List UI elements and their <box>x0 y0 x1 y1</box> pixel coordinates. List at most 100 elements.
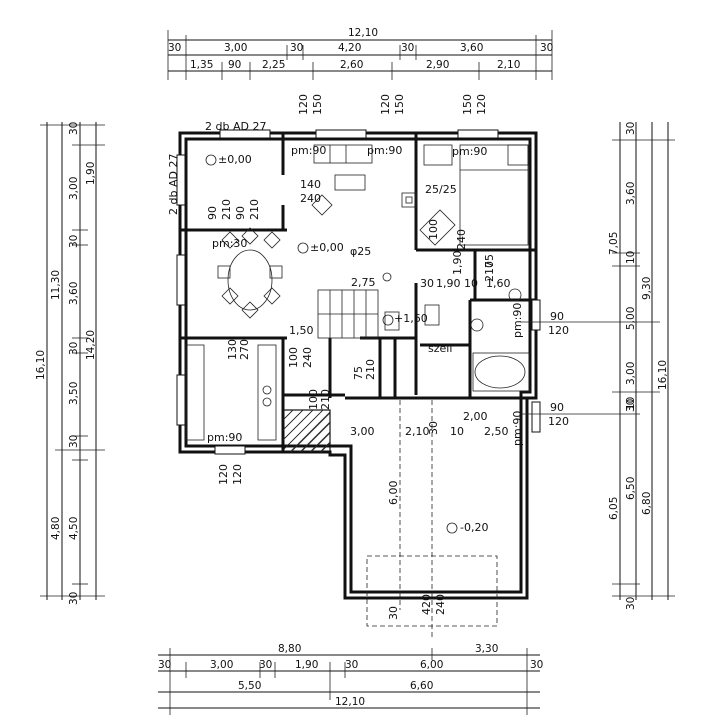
dim-140: 140 <box>300 178 321 191</box>
dim-120-a: 120 <box>548 324 569 337</box>
top-overall-dim: 12,10 <box>348 27 378 39</box>
bottom-overall-dim: 12,10 <box>335 696 365 708</box>
left-dim-300: 3,00 <box>68 177 80 200</box>
left-dim-30-d: 30 <box>68 435 80 448</box>
top-dimension-chains: 12,10 30 3,00 30 4,20 30 3,60 30 1,35 90… <box>167 27 553 80</box>
bottom-dim-30-c: 30 <box>345 659 358 671</box>
top-dim-90: 90 <box>228 59 241 71</box>
windows <box>176 129 541 455</box>
pm30-dining: pm:30 <box>212 237 247 250</box>
left-dim-190: 1,90 <box>85 162 97 185</box>
dim-30-b: 30 <box>387 606 400 620</box>
top-dim-30-c: 30 <box>401 42 414 54</box>
dim-90-b: 90 <box>550 401 564 414</box>
top-dim-360: 3,60 <box>460 42 483 54</box>
level-garage: -0,20 <box>460 521 488 534</box>
pm90-kitchen: pm:90 <box>207 431 242 444</box>
left-dim-30-e: 30 <box>68 592 80 605</box>
dim-75-b: 75 <box>483 254 496 268</box>
chimney-label: 25/25 <box>425 183 457 196</box>
left-dim-480: 4,80 <box>50 517 62 540</box>
top-dim-210: 2,10 <box>497 59 520 71</box>
level-stairs: +1,60 <box>394 312 428 325</box>
dim-240-d: 240 <box>434 594 447 615</box>
dim-210-b: 210 <box>319 389 332 410</box>
interior-walls <box>180 133 536 452</box>
pm90-garage: pm:90 <box>511 411 524 446</box>
dim-120-d: 120 <box>231 464 244 485</box>
right-dim-10-a: 10 <box>625 251 637 264</box>
window-note-side: 2 db AD 27 <box>167 154 180 215</box>
right-dim-500: 5,00 <box>625 307 637 330</box>
right-dim-1610: 16,10 <box>657 360 669 390</box>
right-dim-680: 6,80 <box>641 492 653 515</box>
right-dim-360: 3,60 <box>625 182 637 205</box>
dim-210-e: 210 <box>220 199 233 220</box>
dim-420: 420 <box>420 594 433 615</box>
right-dim-30-b: 30 <box>625 399 637 412</box>
right-dim-650: 6,50 <box>625 477 637 500</box>
dim-100-c: 100 <box>427 219 440 240</box>
right-dim-930: 9,30 <box>641 277 653 300</box>
right-dim-705: 7,05 <box>608 232 620 255</box>
top-dim-290: 2,90 <box>426 59 449 71</box>
bottom-dim-330: 3,30 <box>475 643 498 655</box>
bottom-dim-30-a: 30 <box>158 659 171 671</box>
top-dim-260: 2,60 <box>340 59 363 71</box>
left-dim-30-b: 30 <box>68 235 80 248</box>
level-markers <box>205 154 458 534</box>
bottom-dim-880: 8,80 <box>278 643 301 655</box>
dim-10-a: 10 <box>464 277 478 290</box>
dim-300-inner: 3,00 <box>350 425 375 438</box>
bottom-dim-30-b: 30 <box>259 659 272 671</box>
left-dimension-chains: 16,10 11,30 4,80 30 3,00 30 3,60 30 3,50… <box>35 122 105 605</box>
room-labels: 2 db AD 27 2 db AD 27 ±0,00 ±0,00 +1,60 … <box>167 94 569 620</box>
left-dim-450: 4,50 <box>68 517 80 540</box>
top-dim-300: 3,00 <box>224 42 247 54</box>
dim-120-b: 120 <box>548 415 569 428</box>
window-note-top: 2 db AD 27 <box>205 120 266 133</box>
dim-150-d: 150 <box>461 94 474 115</box>
left-dim-30-a: 30 <box>68 122 80 135</box>
top-dim-225: 2,25 <box>262 59 285 71</box>
bottom-dim-550: 5,50 <box>238 680 261 692</box>
dim-600: 6,00 <box>387 481 400 506</box>
dim-160: 1,60 <box>486 277 511 290</box>
bottom-dim-300: 3,00 <box>210 659 233 671</box>
left-dim-30-c: 30 <box>68 342 80 355</box>
dim-130: 130 <box>226 339 239 360</box>
left-dim-350: 3,50 <box>68 382 80 405</box>
right-dim-605: 6,05 <box>608 497 620 520</box>
right-dimension-chains: 30 3,60 10 5,00 3,00 30 6,50 30 10 7,05 … <box>608 122 675 610</box>
left-dim-1420: 14,20 <box>85 330 97 360</box>
bottom-dim-660: 6,60 <box>410 680 433 692</box>
dim-240-a: 240 <box>300 192 321 205</box>
dim-190-a: 1,90 <box>436 277 461 290</box>
dim-30-c: 30 <box>427 421 440 435</box>
dim-250: 2,50 <box>484 425 509 438</box>
right-dim-30-a: 30 <box>625 122 637 135</box>
dim-120-f: 120 <box>379 94 392 115</box>
dim-200: 2,00 <box>463 410 488 423</box>
top-dim-30-d: 30 <box>540 42 553 54</box>
dim-210-c: 210 <box>364 359 377 380</box>
level-hall: ±0,00 <box>310 241 344 254</box>
dim-190-b: 1,90 <box>451 251 464 276</box>
dim-210-f: 210 <box>248 199 261 220</box>
pm90-bath: pm:90 <box>511 303 524 338</box>
bottom-dim-30-d: 30 <box>530 659 543 671</box>
pm90-bedroom: pm:90 <box>452 145 487 158</box>
pm90-living: pm:90 <box>291 144 326 157</box>
phi25-label: φ25 <box>350 245 371 258</box>
dim-100-b: 100 <box>307 389 320 410</box>
dim-90-a: 90 <box>550 310 564 323</box>
dim-150-b: 150 <box>311 94 324 115</box>
top-dim-135: 1,35 <box>190 59 213 71</box>
top-dim-30-b: 30 <box>290 42 303 54</box>
dim-120-e: 120 <box>297 94 310 115</box>
dim-120-g: 120 <box>475 94 488 115</box>
dim-275: 2,75 <box>351 276 376 289</box>
dim-150: 1,50 <box>289 324 314 337</box>
dim-75-a: 75 <box>352 366 365 380</box>
